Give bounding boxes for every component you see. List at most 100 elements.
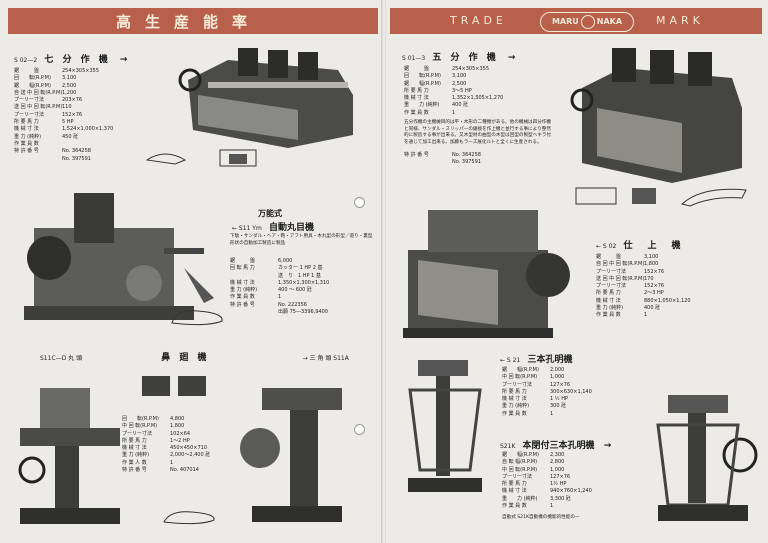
spec-row: 自 転 幅(R.P.M)2,800 <box>502 459 642 466</box>
spec-value: 3～5 HP <box>452 87 472 94</box>
emblem-icon <box>580 14 595 29</box>
spec-value: 1,350×1,300×1,310 <box>278 279 330 286</box>
spec-key: 回 転 馬 力 <box>230 265 255 272</box>
spec-value: 1,800 <box>644 261 659 268</box>
spec-key: プーリー寸法 <box>596 283 627 290</box>
spec-key: 鋸 盤 <box>404 66 430 72</box>
spec-value: 300×630×1,140 <box>550 388 592 395</box>
machine-variant-code: → 三 角 頭 S11A <box>302 355 349 362</box>
spec-row: 出願 75―3396,9400 <box>230 309 380 316</box>
spec-row: 重 力 (純粋)400 瓩 <box>404 102 554 109</box>
spec-value: 2,000 <box>550 367 565 373</box>
spec-key: 特 許 番 号 <box>122 467 147 474</box>
spec-key: 鋸 幅(R.P.M) <box>502 367 539 373</box>
machine-code: ← S11 Ym <box>232 225 262 232</box>
spec-value: 152×76 <box>62 111 83 118</box>
spec-value: 1 <box>278 294 282 301</box>
spec-row: No. 397591 <box>14 156 164 163</box>
spec-key: 重 力 (純粋) <box>596 305 624 312</box>
spec-value: 1,352×1,305×1,270 <box>452 95 504 102</box>
spec-value: No. 397591 <box>452 159 481 166</box>
sandal-bottom-drawing <box>163 511 215 525</box>
spec-value: 450 瓩 <box>62 133 79 140</box>
spec-value: 1½ HP <box>550 481 567 488</box>
spec-value: 3,100 <box>62 75 77 82</box>
spec-value: 2,500 <box>452 80 467 87</box>
machine-description: 下駄・サンダル・ヘア・鞄・アフト用具・木丸型の形型／道り・裏型形状の自動加工製造… <box>230 234 373 246</box>
machine-subtitle: 万能式 <box>258 209 282 218</box>
machine-header-s02-2: S 02—2 七 分 作 機 → <box>14 52 127 65</box>
spec-key: 特 許 番 号 <box>230 301 255 308</box>
spec-key: 重 力 (純粋) <box>502 403 530 410</box>
spec-key: 自 送 中 回 転(R.P.M) <box>14 89 63 96</box>
spec-row: 重 力 (純粋) 400 瓩 <box>596 305 761 312</box>
spec-value: 3,100 <box>452 73 467 80</box>
spec-key: 重 力 (純粋) <box>14 133 42 140</box>
machine-header-s21: ← S 21 三本孔明機 <box>500 352 572 365</box>
spec-key: 鋸 幅(R.P.M) <box>502 452 539 458</box>
spec-key: 機 械 寸 法 <box>502 488 527 495</box>
spec-row: 作 業 員 数 <box>14 141 164 148</box>
machine-title: 五 分 作 機 <box>432 53 499 63</box>
machine-title: 七 分 作 機 <box>44 55 111 65</box>
spec-value: 5 HP <box>62 119 74 126</box>
mark-label: MARK <box>656 14 704 27</box>
spec-value: 400 瓩 <box>644 305 661 312</box>
spec-value: 1,000 <box>550 466 565 473</box>
page-gutter <box>381 0 387 543</box>
spec-key: 機 械 寸 法 <box>596 297 621 304</box>
spec-row: 送 回 中 回 転(R.P.M)170 <box>596 276 761 283</box>
spec-key: プーリー寸法 <box>14 111 45 118</box>
left-banner: 高生産能率 <box>8 8 378 34</box>
spec-key: 鋸 盤 <box>230 258 256 264</box>
machine-header-s11cd: S11C—D 丸 頭 鼻 廻 機 → 三 角 頭 S11A <box>40 350 370 363</box>
spec-row: 中 回 転(R.P.M)1,000 <box>502 467 642 474</box>
spec-key: 作 業 員 数 <box>14 140 39 147</box>
spec-value: 2,300 <box>550 452 565 458</box>
spec-key: 鋸 幅(R.P.M) <box>14 82 51 89</box>
spec-value: 400 ～ 600 瓩 <box>278 287 312 294</box>
spec-key: 自 転 幅(R.P.M) <box>502 459 538 466</box>
spec-key: 重 力 (純粋) <box>404 102 440 109</box>
spec-row: 重 力 (純粋)2,000～2,400 瓩 <box>122 452 252 459</box>
banner-title: 高生産能率 <box>116 13 262 31</box>
machine-code: ← S 02 <box>596 243 617 250</box>
spec-value: No. 364258 <box>452 152 481 158</box>
machine-description: 五分作機の主機械目的は平・木形の二種類がある。他の機械は四分作機と同様、サンダル… <box>404 120 552 145</box>
machine-title: 鼻 廻 機 <box>161 353 210 363</box>
spec-value: 450×450×710 <box>170 445 208 452</box>
spec-key: 鋸 幅(R.P.M) <box>404 80 441 87</box>
spec-value: 3,300 瓩 <box>550 495 571 502</box>
spec-value: No. 364258 <box>62 148 91 155</box>
spec-value: 170 <box>644 275 654 282</box>
spec-key: 重 力 (純粋) <box>230 287 258 294</box>
spec-key: 中 回 転(R.P.M) <box>502 374 538 381</box>
spec-key <box>230 309 278 316</box>
binder-hole <box>354 424 365 435</box>
spec-key: 所 要 馬 力 <box>122 437 147 444</box>
machine-title: 本閉付三本孔明機 <box>522 441 595 451</box>
spec-row: 鋸 幅(R.P.M) 2,300 <box>502 452 642 459</box>
spec-key: 所 要 馬 力 <box>502 388 527 395</box>
